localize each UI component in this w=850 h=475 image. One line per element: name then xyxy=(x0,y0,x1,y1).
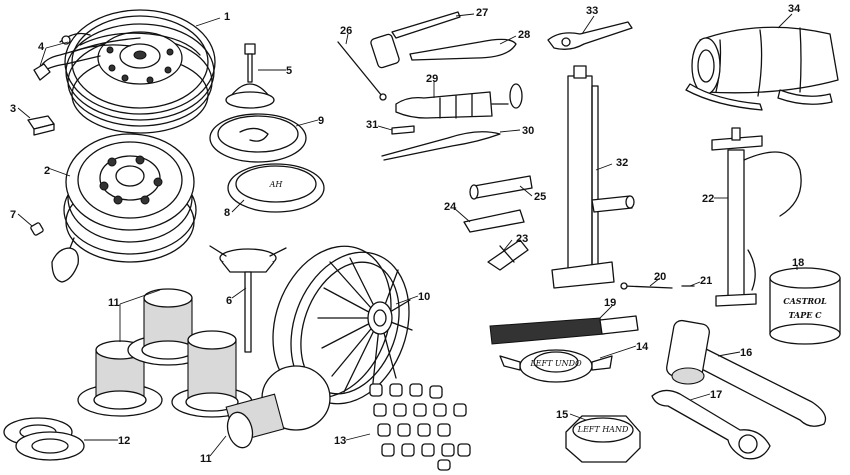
gaskets-12 xyxy=(3,417,85,461)
callout-25: 25 xyxy=(534,191,546,203)
callout-11-bottom: 11 xyxy=(200,453,212,465)
spanner-33 xyxy=(547,21,633,50)
hubcap-marking: AH xyxy=(269,180,284,189)
brush-19 xyxy=(489,315,639,345)
callout-15: 15 xyxy=(556,409,568,421)
callout-1: 1 xyxy=(224,11,230,23)
pin-20 xyxy=(620,282,673,290)
spinner-tool-6 xyxy=(209,245,287,353)
hub-nut-15: LEFT HAND xyxy=(565,415,641,463)
tin-label: CASTROL xyxy=(783,296,827,306)
callout-12: 12 xyxy=(118,435,130,447)
callout-7: 7 xyxy=(10,209,16,221)
callout-23: 23 xyxy=(516,233,528,245)
callout-14: 14 xyxy=(636,341,649,353)
wire-wheel-10 xyxy=(272,245,413,405)
callout-6: 6 xyxy=(226,295,232,307)
block-3 xyxy=(27,115,55,136)
box-spanner-25 xyxy=(469,175,533,200)
callout-33: 33 xyxy=(586,5,598,17)
callout-16: 16 xyxy=(740,347,752,359)
steel-wheel-1 xyxy=(64,9,216,134)
clamp-straps-4 xyxy=(33,32,141,81)
tommy-bar-26 xyxy=(337,41,387,101)
tyre-pump-22 xyxy=(711,127,802,307)
bracket-24 xyxy=(463,209,525,233)
callout-27: 27 xyxy=(476,7,488,19)
wheel-nuts-13 xyxy=(369,383,471,471)
tool-roll-34 xyxy=(685,26,839,111)
steel-wheel-2 xyxy=(63,133,197,263)
callout-20: 20 xyxy=(654,271,666,283)
callout-10: 10 xyxy=(418,291,430,303)
tyre-lever-30 xyxy=(381,131,501,161)
callout-4: 4 xyxy=(38,41,45,53)
callout-numbers: 1 2 3 4 5 6 7 8 9 10 11 11 12 13 14 15 1… xyxy=(10,3,804,465)
callout-26: 26 xyxy=(340,25,352,37)
callout-11-top: 11 xyxy=(108,297,120,309)
callout-28: 28 xyxy=(518,29,530,41)
callout-17: 17 xyxy=(710,389,722,401)
callout-21: 21 xyxy=(700,275,712,287)
nozzle-31 xyxy=(391,125,415,135)
callout-34: 34 xyxy=(788,3,801,15)
grease-gun-29 xyxy=(395,83,523,119)
callout-31: 31 xyxy=(366,119,378,131)
wheel-brace-27 xyxy=(370,11,461,69)
lever-28 xyxy=(409,38,517,61)
spinner-14: LEFT UNDO xyxy=(499,349,613,383)
valve-7 xyxy=(30,222,79,283)
grease-tin-18: CASTROL TAPE C xyxy=(769,267,841,345)
callout-29: 29 xyxy=(426,73,438,85)
callout-9: 9 xyxy=(318,115,324,127)
callout-30: 30 xyxy=(522,125,534,137)
leader-lines xyxy=(17,13,798,457)
nut-text: LEFT HAND xyxy=(577,425,629,434)
hubcap-9 xyxy=(209,113,307,163)
callout-18: 18 xyxy=(792,257,804,269)
callout-5: 5 xyxy=(286,65,292,77)
callout-3: 3 xyxy=(10,103,16,115)
hammer-16 xyxy=(666,319,827,427)
tin-sublabel: TAPE C xyxy=(789,310,823,320)
spanner-17 xyxy=(651,389,771,460)
callout-22: 22 xyxy=(702,193,714,205)
callout-8: 8 xyxy=(224,207,230,219)
callout-32: 32 xyxy=(616,157,628,169)
clip-23 xyxy=(487,239,529,271)
callout-24: 24 xyxy=(444,201,457,213)
wheel-clamp-5 xyxy=(225,43,275,109)
callout-19: 19 xyxy=(604,297,616,309)
jack-32 xyxy=(551,65,635,289)
hub-adaptor-11c xyxy=(171,330,253,418)
spinner-text: LEFT UNDO xyxy=(529,359,582,368)
hub-adaptor-11d xyxy=(225,365,331,449)
hubcap-8: AH xyxy=(227,163,325,213)
callout-13: 13 xyxy=(334,435,346,447)
hub-adaptor-11a xyxy=(77,340,163,417)
callout-2: 2 xyxy=(44,165,50,177)
